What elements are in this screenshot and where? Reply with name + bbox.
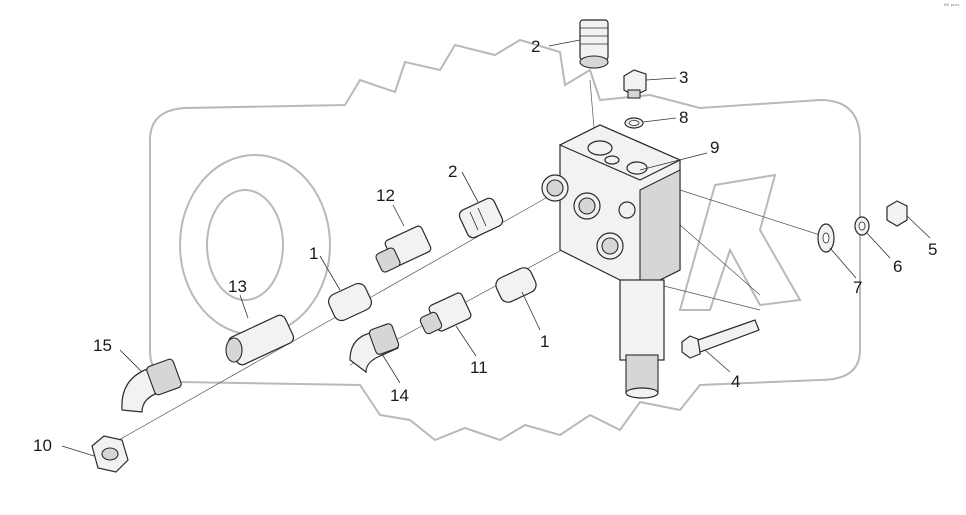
part-14-elbow <box>349 323 400 374</box>
callout-2-top: 2 <box>531 37 540 56</box>
part-1-upper-connector <box>327 282 373 322</box>
callout-1-upper: 1 <box>309 244 318 263</box>
corner-mark: ⁶⁸ ᵖʳᵉˢ <box>944 3 960 10</box>
callout-6: 6 <box>893 257 902 276</box>
part-15-elbow <box>121 358 182 413</box>
part-5-nut <box>886 200 908 227</box>
part-13-tee <box>225 314 295 366</box>
callout-7: 7 <box>853 278 862 297</box>
callout-2-side: 2 <box>448 162 457 181</box>
part-2-top-fitting <box>579 19 609 69</box>
part-12-adapter <box>375 225 432 273</box>
callout-4: 4 <box>731 372 740 391</box>
callout-13: 13 <box>228 277 247 296</box>
callout-9: 9 <box>710 138 719 157</box>
watermark-logo-icon <box>149 38 861 442</box>
callout-5: 5 <box>928 240 937 259</box>
callout-14: 14 <box>390 386 409 405</box>
part-6-washer <box>854 216 870 236</box>
callout-12: 12 <box>376 186 395 205</box>
part-4-bolt <box>681 319 760 359</box>
callout-11: 11 <box>470 358 488 377</box>
part-1-lower-connector <box>495 267 537 303</box>
part-3-plug <box>623 69 647 99</box>
part-11-adapter <box>419 292 472 335</box>
callout-10: 10 <box>33 436 52 455</box>
part-7-flat-washer <box>817 223 835 253</box>
assembly-axis-lines <box>109 79 821 446</box>
callout-labels: 2 3 8 9 2 12 1 13 1 11 14 15 10 4 5 6 7 <box>33 37 937 455</box>
callout-1-lower: 1 <box>540 332 549 351</box>
part-10-nut <box>91 435 129 473</box>
callout-8: 8 <box>679 108 688 127</box>
part-2-side-fitting <box>458 197 504 239</box>
callout-3: 3 <box>679 68 688 87</box>
leader-lines <box>61 39 931 457</box>
callout-15: 15 <box>93 336 112 355</box>
part-8-seal-ring <box>624 117 644 129</box>
valve-body <box>541 124 682 399</box>
